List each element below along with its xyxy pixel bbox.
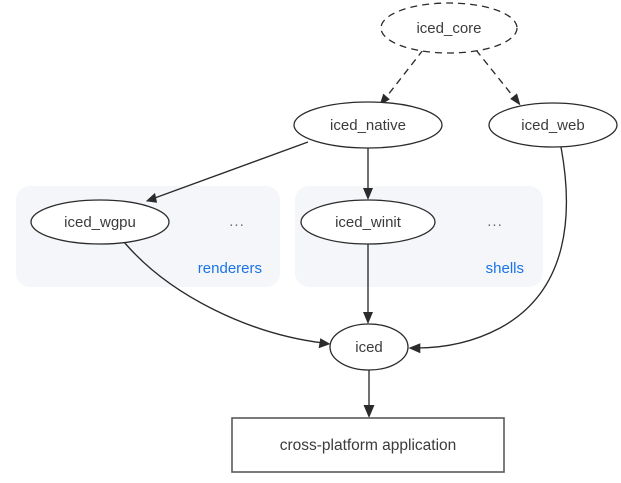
node-iced-web[interactable]: iced_web — [488, 102, 618, 148]
renderers-more-ellipsis: ... — [229, 213, 245, 230]
node-iced-wgpu-label: iced_wgpu — [64, 214, 136, 231]
edge-wgpu-to-iced-line — [123, 241, 324, 344]
cluster-renderers-label: renderers — [198, 260, 262, 277]
edge-core-to-native-line — [383, 49, 424, 101]
node-iced-native-label: iced_native — [330, 117, 406, 134]
node-iced-winit-shape[interactable] — [300, 199, 436, 245]
edge-winit-to-iced-arrowhead — [363, 312, 373, 324]
edge-core-to-native — [379, 49, 424, 106]
node-iced-winit-label: iced_winit — [335, 214, 402, 231]
edge-core-to-web-arrowhead — [510, 93, 521, 106]
node-iced-native[interactable]: iced_native — [293, 101, 443, 149]
node-iced-web-label: iced_web — [521, 117, 584, 134]
node-cross-platform-application-label: cross-platform application — [280, 437, 457, 454]
node-iced-core[interactable]: iced_core — [380, 2, 518, 54]
node-iced[interactable]: iced — [329, 323, 409, 371]
edge-native-to-winit — [363, 148, 373, 200]
node-iced-shape[interactable] — [329, 323, 409, 371]
node-iced-winit[interactable]: iced_winit — [300, 199, 436, 245]
edge-core-to-web-line — [475, 49, 517, 101]
node-iced-core-shape[interactable] — [380, 2, 518, 54]
edge-wgpu-to-iced-arrowhead — [318, 338, 331, 349]
edge-native-to-wgpu — [145, 141, 309, 203]
node-cross-platform-application-shape[interactable] — [231, 417, 505, 473]
edge-native-to-wgpu-line — [151, 141, 309, 200]
node-iced-wgpu-shape[interactable] — [30, 199, 170, 245]
edge-native-to-wgpu-arrowhead — [145, 192, 158, 203]
edge-iced-to-app-arrowhead — [363, 405, 375, 418]
edge-core-to-web — [475, 49, 521, 106]
edge-web-to-iced-line — [415, 146, 568, 349]
node-iced-label: iced — [355, 339, 383, 356]
edge-wgpu-to-iced — [123, 241, 331, 349]
node-cross-platform-application[interactable]: cross-platform application — [231, 417, 505, 473]
edge-winit-to-iced — [363, 244, 373, 324]
node-iced-native-shape[interactable] — [293, 101, 443, 149]
shells-more-ellipsis: ... — [487, 213, 503, 230]
node-iced-wgpu[interactable]: iced_wgpu — [30, 199, 170, 245]
node-iced-web-shape[interactable] — [488, 102, 618, 148]
edge-web-to-iced — [408, 146, 568, 354]
edge-native-to-winit-arrowhead — [363, 188, 373, 200]
edge-web-to-iced-arrowhead — [408, 343, 421, 354]
edge-iced-to-app — [363, 370, 375, 418]
node-iced-core-label: iced_core — [416, 20, 481, 37]
cluster-shells-label: shells — [486, 260, 524, 277]
